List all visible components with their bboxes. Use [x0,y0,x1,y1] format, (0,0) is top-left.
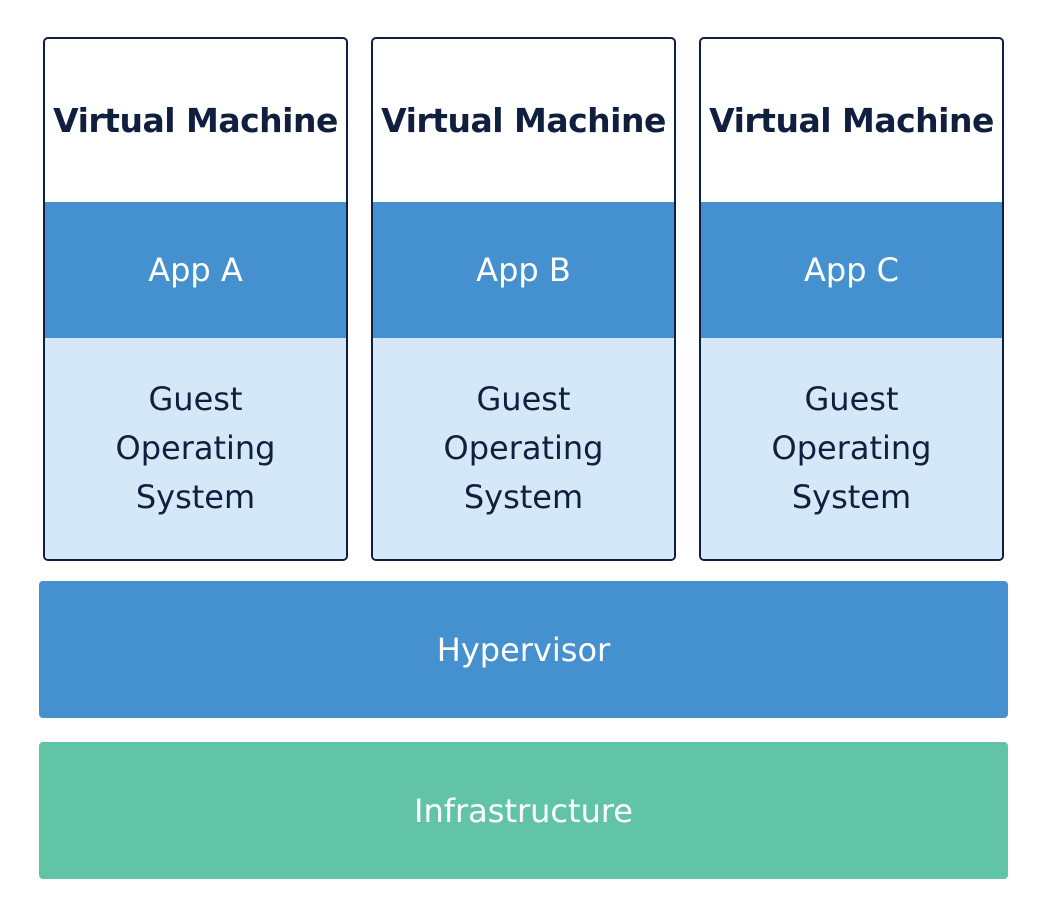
app-c-block: App C [701,202,1002,338]
app-a-block: App A [45,202,346,338]
virtual-machine-box-2: Virtual Machine App B Guest Operating Sy… [371,37,676,561]
guest-os-label: Guest Operating System [115,380,276,516]
infrastructure-layer: Infrastructure [39,742,1008,879]
virtual-machine-box-1: Virtual Machine App A Guest Operating Sy… [43,37,348,561]
guest-os-block: Guest Operating System [45,338,346,559]
guest-os-label: Guest Operating System [443,380,604,516]
guest-os-block: Guest Operating System [701,338,1002,559]
virtual-machine-title: Virtual Machine [381,101,666,140]
guest-os-label: Guest Operating System [771,380,932,516]
virtual-machine-box-3: Virtual Machine App C Guest Operating Sy… [699,37,1004,561]
virtual-machine-title: Virtual Machine [709,101,994,140]
guest-os-block: Guest Operating System [373,338,674,559]
hypervisor-layer: Hypervisor [39,581,1008,718]
virtual-machine-title: Virtual Machine [53,101,338,140]
app-b-block: App B [373,202,674,338]
